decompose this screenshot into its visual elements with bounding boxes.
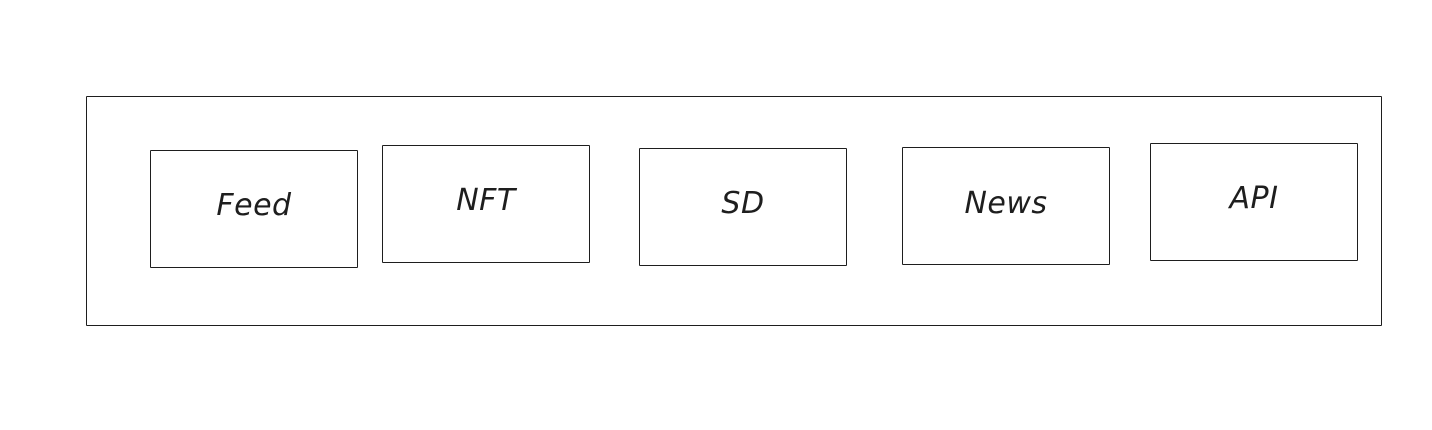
api-label: API bbox=[1229, 180, 1279, 216]
nft-box[interactable]: NFT bbox=[382, 145, 590, 263]
news-label: News bbox=[964, 185, 1048, 221]
container-frame bbox=[86, 96, 1382, 326]
sd-box[interactable]: SD bbox=[639, 148, 847, 266]
feed-label: Feed bbox=[216, 187, 292, 223]
feed-box[interactable]: Feed bbox=[150, 150, 358, 268]
api-box[interactable]: API bbox=[1150, 143, 1358, 261]
nft-label: NFT bbox=[456, 182, 516, 218]
news-box[interactable]: News bbox=[902, 147, 1110, 265]
sd-label: SD bbox=[721, 185, 765, 221]
